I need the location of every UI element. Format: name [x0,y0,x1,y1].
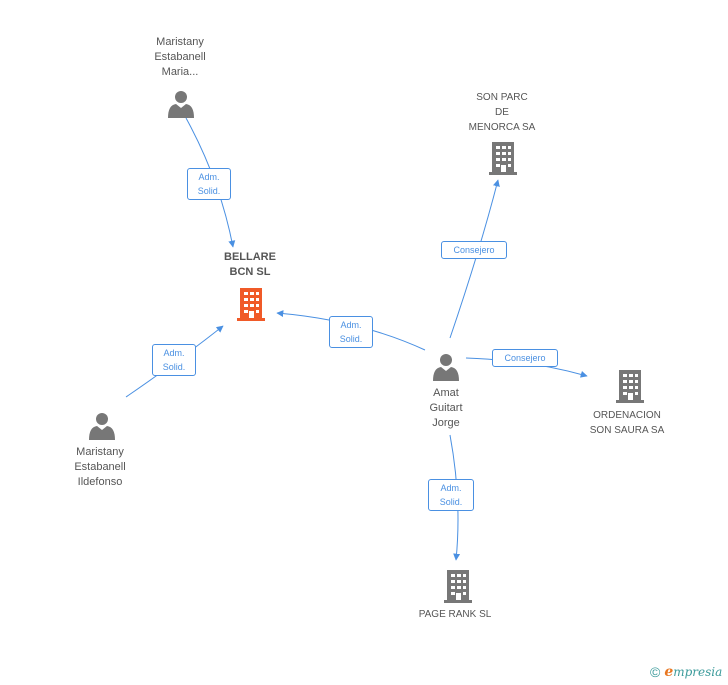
building-icon-main [237,288,265,321]
building-icon [616,370,644,403]
person-icon [168,91,194,118]
node-label-bellare[interactable]: BELLARE BCN SL [224,251,276,278]
edge-label-amat-bellare: Adm. Solid. [329,316,373,348]
building-icon [444,570,472,603]
copyright-icon: © [650,664,661,680]
edge-label-amat-sonparc: Consejero [441,241,507,259]
node-label-ordenacion[interactable]: ORDENACION SON SAURA SA [589,410,665,436]
person-icon [89,413,115,440]
edge-amat-sonparc [449,179,500,339]
footer-brand: © empresia [650,664,722,680]
node-label-pagerank[interactable]: PAGE RANK SL [418,609,492,620]
edge-label-maria-bellare: Adm. Solid. [187,168,231,200]
edge-label-ildefonso-bellare: Adm. Solid. [152,344,196,376]
node-label-sonparc[interactable]: SON PARC DE MENORCA SA [468,92,536,133]
node-label-amat[interactable]: Amat Guitart Jorge [429,387,463,429]
node-label-ildefonso[interactable]: Maristany Estabanell Ildefonso [74,446,126,488]
edge-label-amat-ordenacion: Consejero [492,349,558,367]
brand-logo: empresia [664,664,723,680]
building-icon [489,142,517,175]
person-icon [433,354,459,381]
node-label-maria[interactable]: Maristany Estabanell Maria... [154,36,206,78]
edge-label-amat-pagerank: Adm. Solid. [428,479,474,511]
